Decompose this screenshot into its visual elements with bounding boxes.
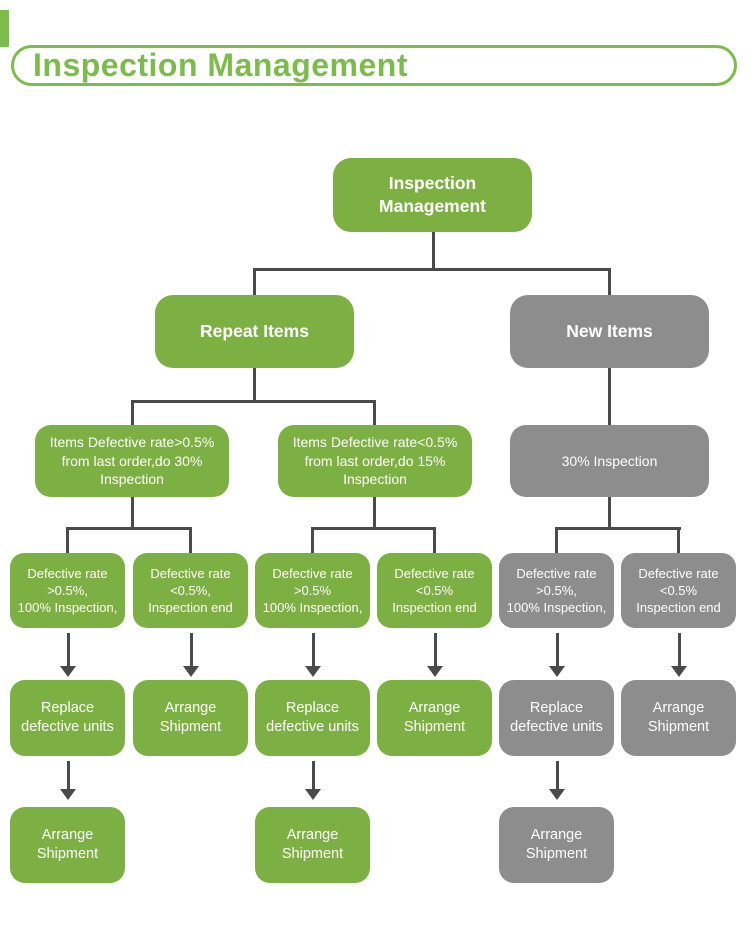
arrow-shaft [66,633,70,666]
node-cond-2: Defective rate <0.5%, Inspection end [133,553,248,628]
arrow-head-icon [549,666,565,677]
flow-arrow [183,633,199,677]
connector-line [555,527,681,530]
header-outline [11,45,737,86]
connector-line [555,527,558,554]
flow-arrow [60,761,76,800]
flow-arrow [305,633,321,677]
node-cond-1: Defective rate >0.5%, 100% Inspection, [10,553,125,628]
node-repeat-items: Repeat Items [155,295,354,368]
arrow-head-icon [427,666,443,677]
node-new-items: New Items [510,295,709,368]
connector-line [372,400,376,425]
arrow-shaft [311,633,315,666]
connector-line [608,368,611,425]
arrow-head-icon [60,666,76,677]
node-cond-4: Defective rate <0.5% Inspection end [377,553,492,628]
node-replace-defective-1: Replace defective units [10,680,125,756]
connector-line [189,527,192,554]
flow-arrow [671,633,687,677]
node-repeat-low-rate: Items Defective rate<0.5% from last orde… [278,425,472,497]
node-final-shipment-1: Arrange Shipment [10,807,125,883]
flow-arrow [305,761,321,800]
connector-line [608,268,611,295]
node-final-shipment-5: Arrange Shipment [499,807,614,883]
node-arrange-shipment-2: Arrange Shipment [133,680,248,756]
connector-line [311,527,436,530]
connector-line [433,527,436,554]
node-final-shipment-3: Arrange Shipment [255,807,370,883]
connector-line [66,527,192,530]
arrow-head-icon [183,666,199,677]
arrow-shaft [66,761,70,789]
connector-line [66,527,69,554]
arrow-head-icon [305,789,321,800]
connector-line [130,497,134,527]
connector-line [130,400,376,403]
flow-arrow [60,633,76,677]
arrow-shaft [677,633,681,666]
arrow-shaft [433,633,437,666]
arrow-shaft [555,633,559,666]
node-arrange-shipment-6: Arrange Shipment [621,680,736,756]
node-replace-defective-5: Replace defective units [499,680,614,756]
flow-arrow [549,761,565,800]
node-cond-5: Defective rate >0.5%, 100% Inspection, [499,553,614,628]
arrow-head-icon [549,789,565,800]
connector-line [431,232,435,270]
page-title: Inspection Management [33,47,408,83]
node-repeat-high-rate: Items Defective rate>0.5% from last orde… [35,425,229,497]
connector-line [253,368,256,403]
connector-line [372,497,376,527]
arrow-head-icon [60,789,76,800]
flow-arrow [549,633,565,677]
node-replace-defective-3: Replace defective units [255,680,370,756]
connector-line [608,497,611,527]
arrow-shaft [311,761,315,789]
node-cond-3: Defective rate >0.5% 100% Inspection, [255,553,370,628]
page-edge-accent [0,10,9,47]
connector-line [677,527,680,554]
arrow-head-icon [671,666,687,677]
connector-line [130,400,134,425]
arrow-shaft [555,761,559,789]
node-cond-6: Defective rate <0.5% Inspection end [621,553,736,628]
flow-arrow [427,633,443,677]
node-arrange-shipment-4: Arrange Shipment [377,680,492,756]
node-new-30pct-inspection: 30% Inspection [510,425,709,497]
arrow-shaft [189,633,193,666]
connector-line [311,527,314,554]
node-inspection-management: Inspection Management [333,158,532,232]
arrow-head-icon [305,666,321,677]
connector-line [253,268,256,295]
connector-line [254,268,611,271]
